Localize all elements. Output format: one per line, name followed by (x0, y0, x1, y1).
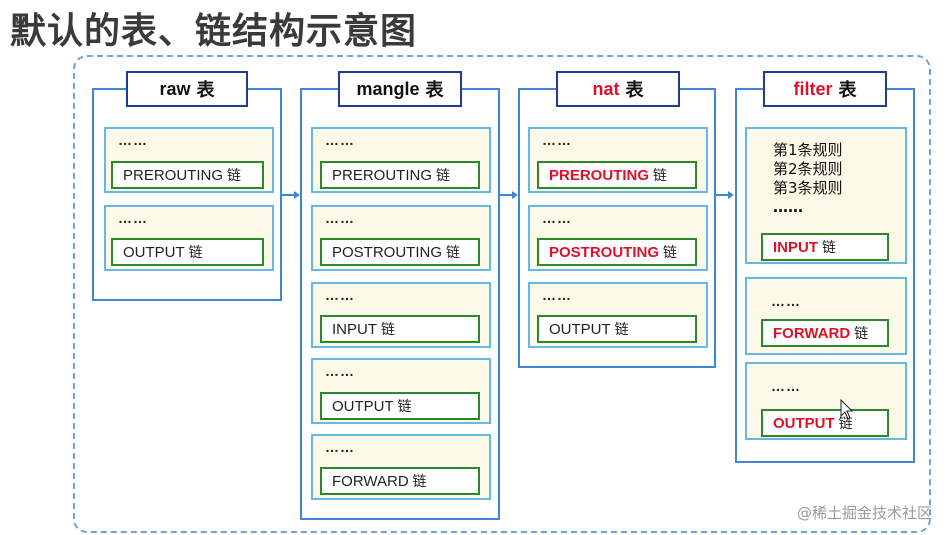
table-name: nat (592, 78, 620, 99)
rule-ellipsis: …… (118, 210, 148, 226)
rule-ellipsis: …… (542, 210, 572, 226)
page-title: 默认的表、链结构示意图 (10, 11, 418, 52)
table-header-filter: filter 表 (763, 71, 887, 107)
rule-ellipsis: …… (325, 363, 355, 379)
rule-ellipsis: …… (542, 287, 572, 303)
flow-arrow-nat-to-filter (716, 191, 734, 199)
rule-ellipsis: …… (325, 439, 355, 455)
mouse-pointer-icon (840, 399, 854, 420)
flow-arrow-mangle-to-nat (500, 191, 518, 199)
table-name: raw (159, 78, 191, 99)
rule-ellipsis: …… (771, 293, 801, 309)
table-header-raw: raw 表 (126, 71, 248, 107)
table-name: filter (793, 78, 833, 99)
rule-ellipsis: …… (325, 287, 355, 303)
rule-list: 第1条规则 第2条规则 第3条规则 …… (773, 141, 843, 217)
rule-ellipsis: …… (542, 132, 572, 148)
rule-ellipsis: …… (325, 132, 355, 148)
rule-ellipsis: …… (118, 132, 148, 148)
table-suffix: 表 (425, 80, 444, 101)
table-header-nat: nat 表 (556, 71, 680, 107)
table-name: mangle (356, 78, 420, 99)
rule-item: 第2条规则 (773, 160, 843, 178)
watermark: @稀土掘金技术社区 (796, 504, 932, 522)
rule-item: 第3条规则 (773, 179, 843, 197)
flow-arrow-raw-to-mangle (282, 191, 300, 199)
table-suffix: 表 (625, 80, 644, 101)
table-header-mangle: mangle 表 (338, 71, 462, 107)
table-suffix: 表 (838, 80, 857, 101)
rule-ellipsis: …… (325, 210, 355, 226)
table-suffix: 表 (196, 80, 215, 101)
rule-item: 第1条规则 (773, 141, 843, 159)
rule-item: …… (773, 198, 803, 216)
rule-ellipsis: …… (771, 378, 801, 394)
